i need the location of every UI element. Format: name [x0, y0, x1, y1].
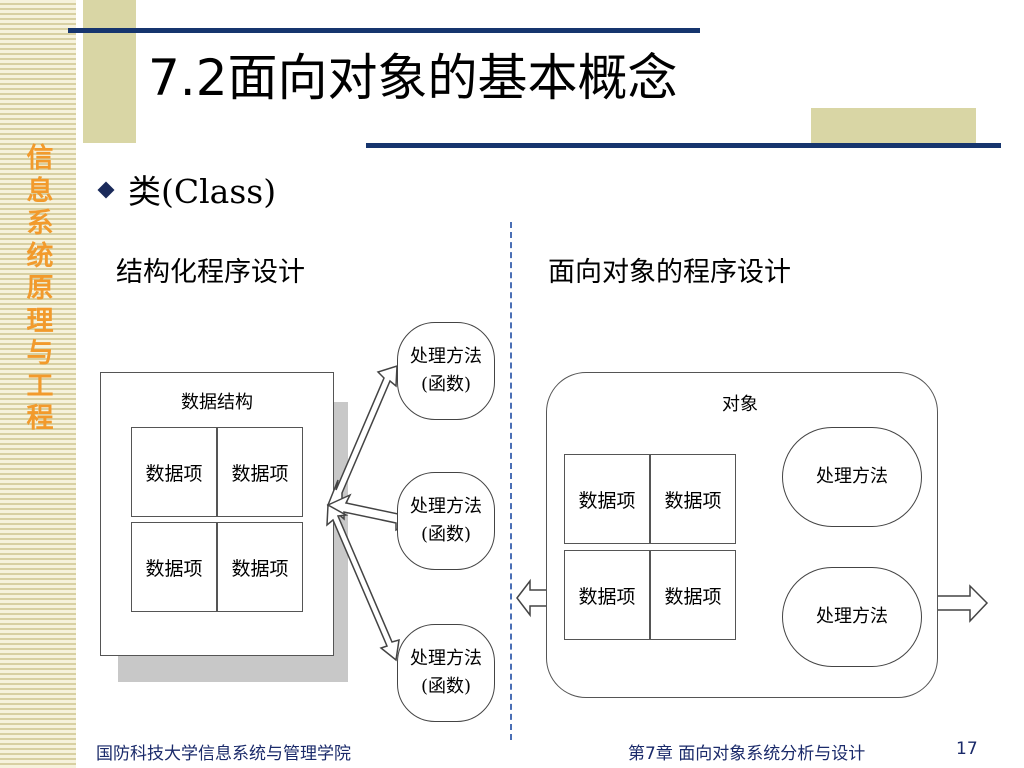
column-divider — [510, 222, 512, 740]
data-item: 数据项 — [650, 550, 736, 640]
method-function-2: 处理方法 (函数) — [397, 472, 495, 570]
side-title-char: 息 — [26, 175, 54, 207]
method-function-1: 处理方法 (函数) — [397, 322, 495, 420]
page-title: 7.2面向对象的基本概念 — [148, 49, 678, 107]
object-method-2: 处理方法 — [782, 567, 922, 667]
data-item: 数据项 — [564, 454, 650, 544]
oop-heading: 面向对象的程序设计 — [548, 257, 791, 288]
side-title-char: 理 — [26, 305, 54, 337]
data-structure-label: 数据结构 — [181, 392, 253, 413]
arrow-method-3 — [326, 503, 400, 662]
footer-chapter: 第7章 面向对象系统分析与设计 — [628, 744, 866, 764]
side-title-char: 原 — [26, 273, 54, 304]
bullet-item: 类(Class) — [97, 172, 277, 212]
side-title-char: 与 — [26, 338, 54, 369]
method-label: 处理方法 — [816, 606, 888, 627]
method-sublabel: (函数) — [420, 374, 472, 395]
side-title-char: 信 — [26, 143, 54, 174]
decorative-block-right — [811, 108, 976, 144]
bullet-text: 类(Class) — [128, 172, 277, 211]
vertical-course-title: 信 息 系 统 原 理 与 工 程 — [20, 143, 60, 436]
data-item: 数据项 — [564, 550, 650, 640]
data-item: 数据项 — [650, 454, 736, 544]
title-rule-bottom — [366, 143, 1001, 148]
object-label: 对象 — [722, 394, 758, 415]
method-label: 处理方法 — [410, 648, 482, 669]
structured-programming-heading: 结构化程序设计 — [116, 257, 305, 288]
footer-institution: 国防科技大学信息系统与管理学院 — [96, 744, 351, 764]
arrow-out-left — [516, 578, 548, 618]
object-method-1: 处理方法 — [782, 427, 922, 527]
side-title-char: 程 — [26, 403, 54, 434]
side-title-char: 系 — [26, 208, 54, 239]
page-number: 17 — [956, 739, 978, 759]
side-title-char: 统 — [26, 240, 54, 272]
method-label: 处理方法 — [410, 346, 482, 367]
data-item: 数据项 — [131, 522, 217, 612]
side-title-char: 工 — [26, 370, 54, 402]
method-function-3: 处理方法 (函数) — [397, 624, 495, 722]
decorative-block-left — [83, 0, 136, 143]
title-rule-top — [68, 28, 700, 33]
data-item: 数据项 — [217, 427, 303, 517]
data-item: 数据项 — [131, 427, 217, 517]
data-item: 数据项 — [217, 522, 303, 612]
left-decorative-band — [0, 0, 76, 768]
method-label: 处理方法 — [410, 496, 482, 517]
method-label: 处理方法 — [816, 466, 888, 487]
method-sublabel: (函数) — [420, 524, 472, 545]
arrow-method-1 — [326, 364, 398, 506]
method-sublabel: (函数) — [420, 676, 472, 697]
